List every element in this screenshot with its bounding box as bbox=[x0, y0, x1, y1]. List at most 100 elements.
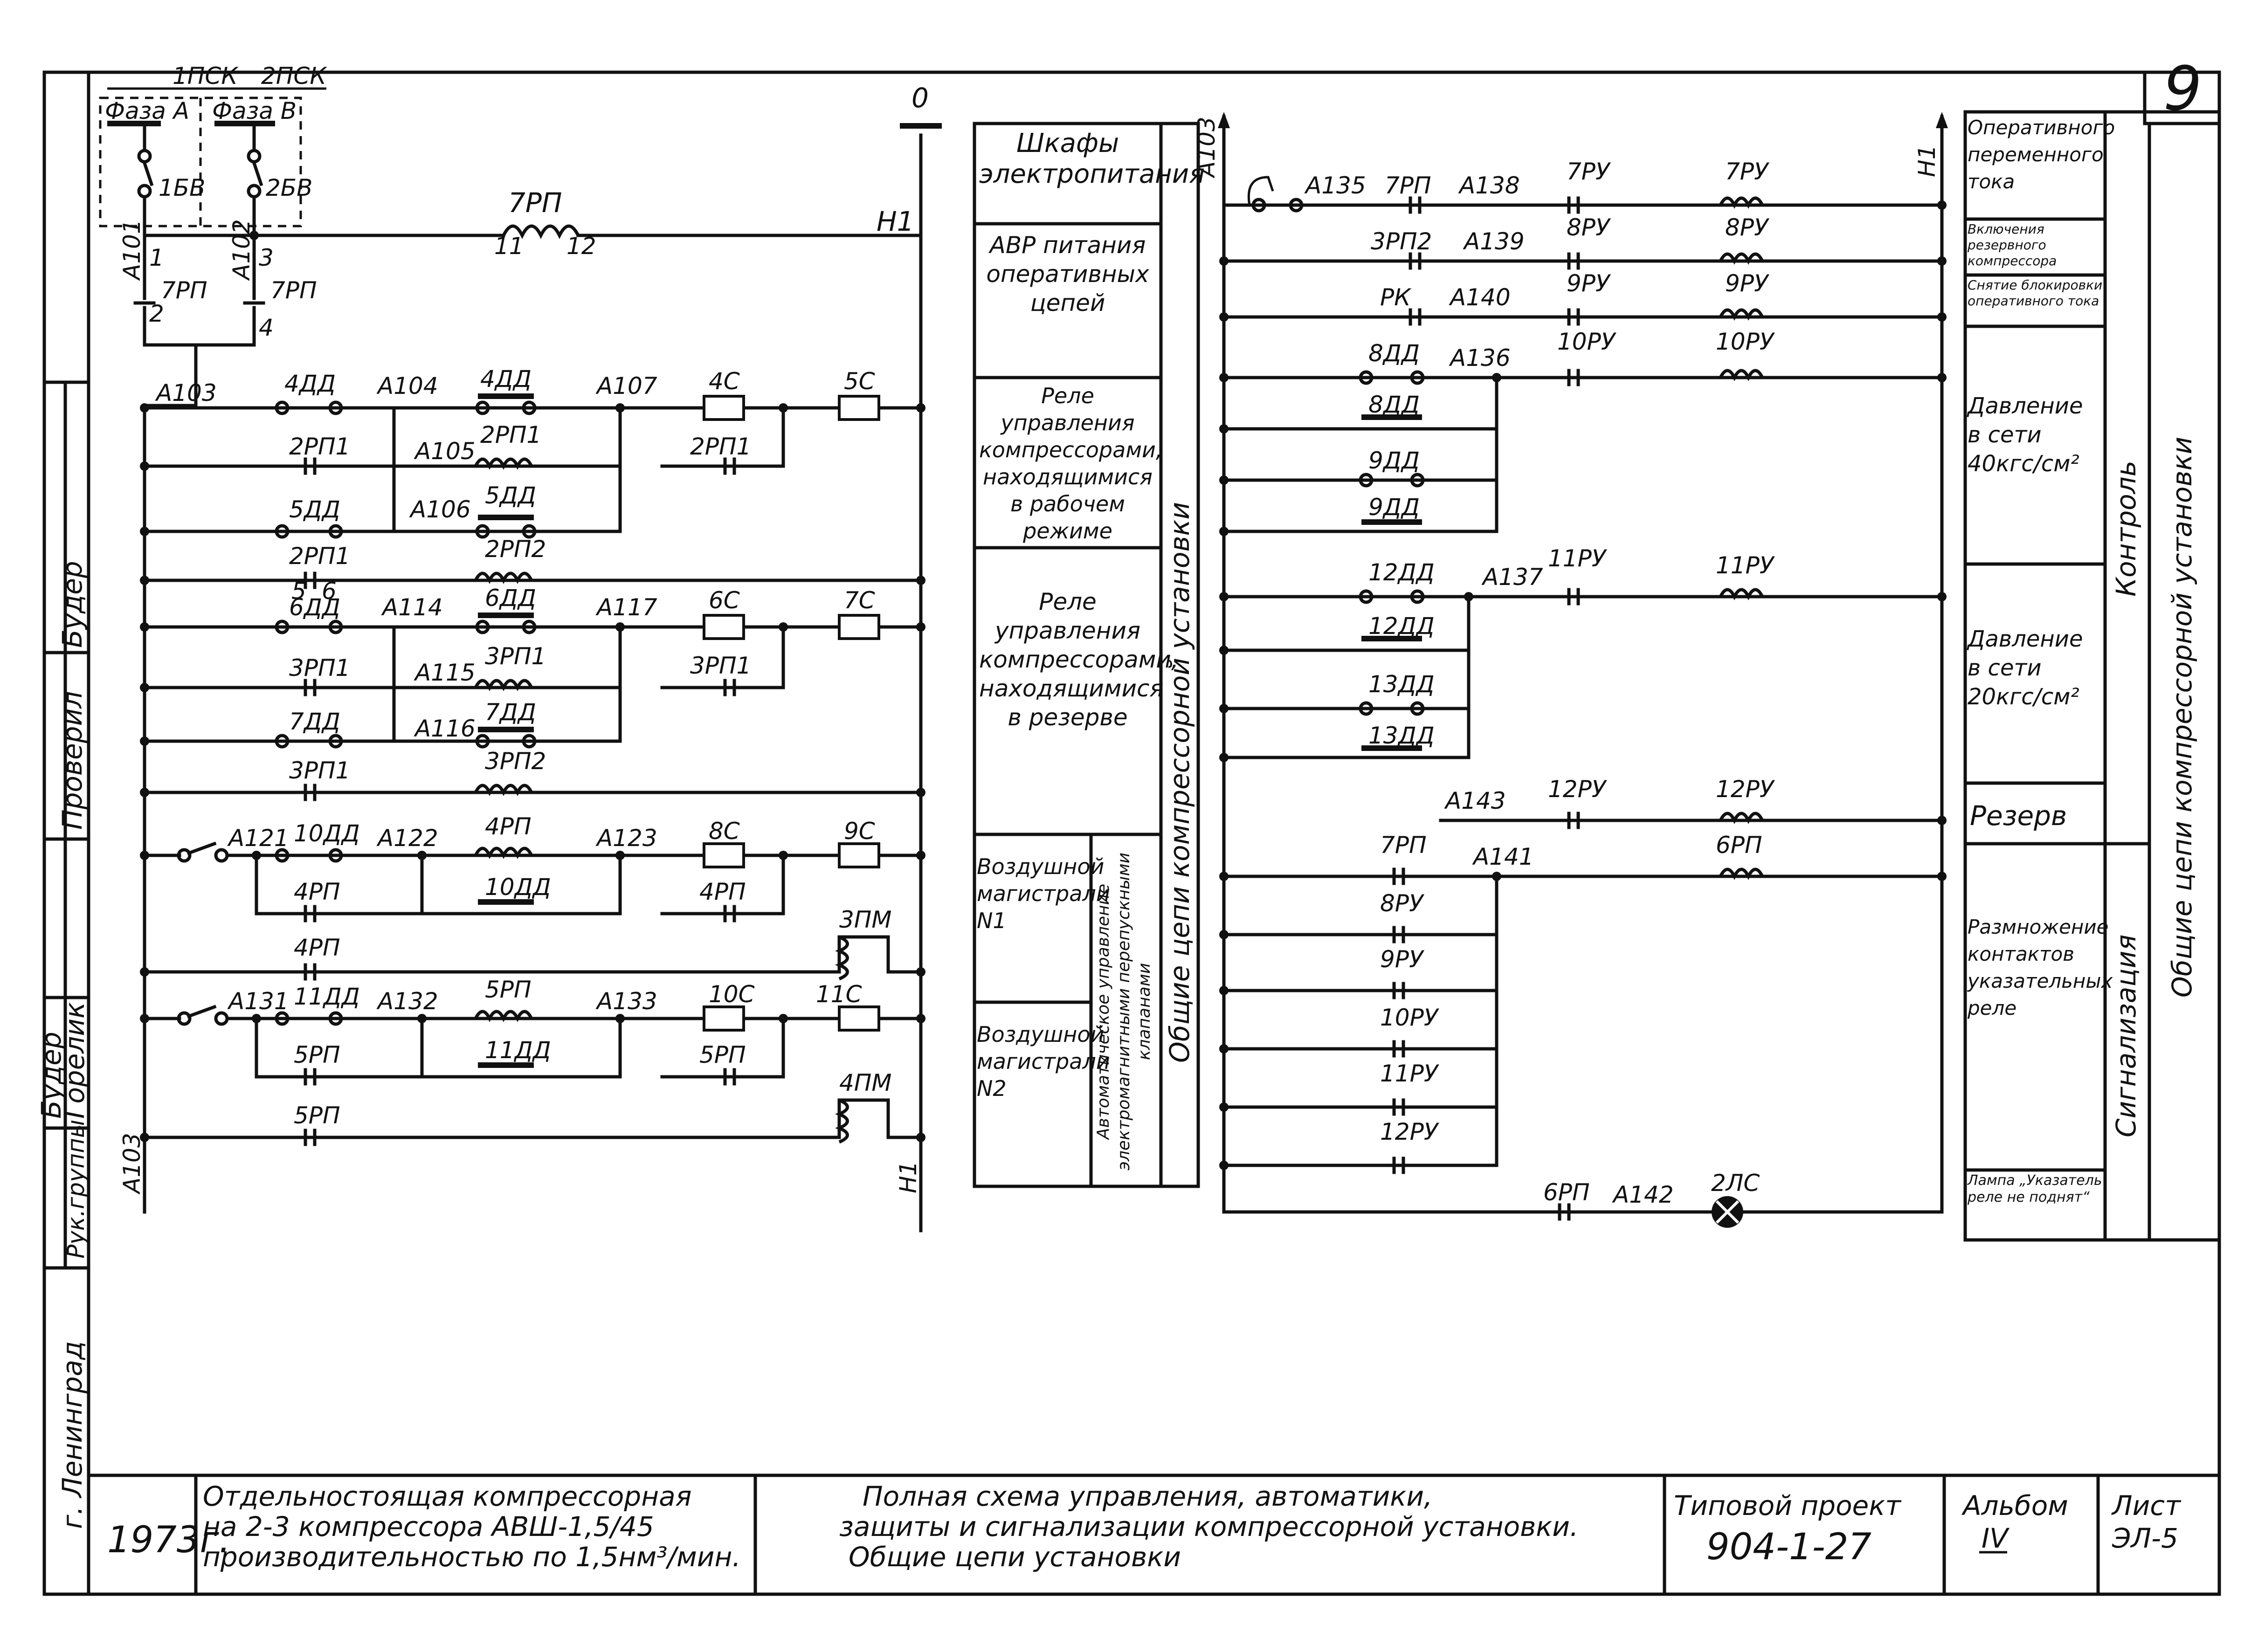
device-13dd-1: 13ДД bbox=[1368, 671, 1435, 698]
fuse-1: 1БВ bbox=[159, 174, 205, 201]
contact-4-a: 4 bbox=[259, 314, 274, 341]
legend-row-avr: АВР питания оперативных цепей bbox=[986, 232, 1149, 317]
contact-11-a: 11 bbox=[494, 233, 524, 260]
device-5rp-c: 5РП bbox=[294, 1102, 340, 1129]
device-10dd-2: 10ДД bbox=[485, 874, 551, 901]
rlegend-row-reserve: Резерв bbox=[1970, 800, 2067, 832]
device-4c: 4С bbox=[709, 368, 740, 395]
device-10ru-contact: 10РУ bbox=[1557, 328, 1617, 355]
wire-a139: А139 bbox=[1463, 228, 1525, 255]
wire-a117: А117 bbox=[595, 594, 657, 621]
rlegend-row-operative-ac: Оперативного переменного тока bbox=[1968, 116, 2115, 193]
city-label: г. Ленинград bbox=[56, 1341, 88, 1529]
device-8ru-contact: 8РУ bbox=[1567, 214, 1611, 241]
contact-5-a: 5 bbox=[291, 578, 306, 605]
drawing-title-line-3: Общие цепи установки bbox=[849, 1541, 1181, 1573]
title-block: 1973г. Отдельностоящая компрессорная на … bbox=[87, 1473, 2221, 1596]
device-3pm: 3ПМ bbox=[839, 906, 892, 933]
drawing-title-line-1: Полная схема управления, автоматики, bbox=[863, 1480, 1432, 1512]
device-3rp2-r: 3РП2 bbox=[1371, 228, 1432, 255]
device-3rp1-c: 3РП1 bbox=[289, 757, 350, 784]
device-5rp-b: 5РП bbox=[699, 1041, 746, 1068]
device-7dd-1: 7ДД bbox=[289, 708, 340, 735]
device-8ru-coil: 8РУ bbox=[1725, 214, 1770, 241]
sheet-code: ЭЛ-5 bbox=[2112, 1522, 2178, 1554]
wire-a103: А103 bbox=[155, 379, 217, 406]
device-11dd-1: 11ДД bbox=[294, 983, 360, 1010]
top-label-1: 1ПСК bbox=[173, 62, 239, 89]
device-3rp1-b: 3РП1 bbox=[690, 652, 751, 679]
device-12ru-coil: 12РУ bbox=[1716, 776, 1775, 803]
device-7c: 7С bbox=[844, 587, 875, 614]
album-label: Альбом bbox=[1961, 1490, 2068, 1521]
wire-a141: А141 bbox=[1472, 843, 1534, 870]
legend-row-air-main-2: Воздушной магистрали N2 bbox=[977, 1022, 1110, 1101]
legend-vertical-common: Общие цепи компрессорной установки bbox=[1164, 502, 1195, 1063]
device-11ru-coil: 11РУ bbox=[1716, 552, 1775, 579]
wire-a114: А114 bbox=[381, 594, 443, 621]
rlegend-row-contact-multiply: Размножение контактов указательных реле bbox=[1968, 915, 2113, 1019]
device-7ru-coil: 7РУ bbox=[1725, 158, 1770, 185]
year-label: 1973г. bbox=[107, 1519, 230, 1561]
device-9ru-contact: 9РУ bbox=[1567, 270, 1611, 297]
device-7dd-2: 7ДД bbox=[485, 699, 536, 726]
device-9dd-1: 9ДД bbox=[1368, 447, 1420, 474]
legend-row-air-main-1: Воздушной магистрали N1 bbox=[977, 854, 1110, 933]
rlegend-row-pressure-20: Давление в сети 20кгс/см² bbox=[1968, 626, 2083, 710]
device-7ru-contact: 7РУ bbox=[1567, 158, 1611, 185]
legend-row-power-cabinets: Шкафы электропитания bbox=[979, 128, 1205, 189]
contact-3-a: 3 bbox=[259, 244, 274, 271]
right-bus-right-label: Н1 bbox=[1913, 145, 1940, 177]
wire-a101: А101 bbox=[118, 219, 145, 281]
contact-12-a: 12 bbox=[566, 233, 596, 260]
side-stamp: Проверил Будер Рук.группы Горелик Будер … bbox=[35, 380, 90, 1529]
right-legend: Оперативного переменного тока Включения … bbox=[1963, 110, 2221, 1242]
dept-head-name: Горелик bbox=[59, 1002, 90, 1119]
sheet-label: Лист bbox=[2111, 1490, 2182, 1521]
device-4rp-c: 4РП bbox=[294, 934, 340, 961]
wire-a122: А122 bbox=[376, 825, 438, 852]
drawing-title-line-2: защиты и сигнализации компрессорной уста… bbox=[839, 1511, 1578, 1542]
device-8ru-r: 8РУ bbox=[1380, 890, 1425, 917]
device-5c: 5С bbox=[844, 368, 875, 395]
project-title-line-1: Отдельностоящая компрессорная bbox=[203, 1480, 692, 1512]
bus-bottom-label: Н1 bbox=[895, 1161, 922, 1193]
device-4rp-a: 4РП bbox=[294, 878, 340, 905]
right-diagram: А103 Н1 А135 7РП А138 7РУ 7РУ 3РП2 А139 … bbox=[1193, 112, 1948, 1228]
bus-right-label: Н1 bbox=[877, 206, 914, 237]
device-2rp1-b: 2РП1 bbox=[690, 433, 751, 460]
wire-a116: А116 bbox=[414, 715, 476, 742]
device-9dd-2: 9ДД bbox=[1368, 494, 1420, 521]
legend-row-reserve-relays: Реле управления компрессорами, находящим… bbox=[979, 588, 1179, 731]
rlegend-vertical-signal: Сигнализация bbox=[2110, 935, 2142, 1137]
device-7rp-contact-2: 7РП bbox=[270, 277, 317, 304]
rlegend-vertical-control: Контроль bbox=[2110, 461, 2142, 597]
device-4pm: 4ПМ bbox=[839, 1069, 892, 1096]
device-6rp-contact: 6РП bbox=[1543, 1179, 1590, 1206]
device-4rp-coil: 4РП bbox=[485, 813, 532, 840]
device-9ru-r: 9РУ bbox=[1380, 946, 1425, 973]
device-11ru-r: 11РУ bbox=[1380, 1060, 1440, 1087]
phase-a-label: Фаза А bbox=[105, 97, 189, 124]
rlegend-row-pressure-40: Давление в сети 40кгс/см² bbox=[1968, 393, 2083, 477]
device-5dd-2: 5ДД bbox=[485, 482, 536, 509]
device-3rp1-coil: 3РП1 bbox=[485, 643, 546, 670]
contact-6-a: 6 bbox=[322, 578, 337, 605]
wire-a105: А105 bbox=[414, 438, 476, 465]
device-6c: 6С bbox=[709, 587, 740, 614]
wire-a137: А137 bbox=[1481, 564, 1543, 591]
wire-a135: А135 bbox=[1304, 172, 1366, 199]
bus-top-label: 0 bbox=[911, 82, 929, 114]
wire-a106: А106 bbox=[409, 496, 471, 523]
wire-a107: А107 bbox=[595, 372, 657, 399]
device-2ls: 2ЛС bbox=[1711, 1170, 1760, 1197]
rlegend-vertical-common: Общие цепи компрессорной установки bbox=[2166, 437, 2198, 998]
dept-head-label: Рук.группы bbox=[62, 1120, 90, 1259]
device-10dd-1: 10ДД bbox=[294, 820, 360, 847]
wire-a102: А102 bbox=[228, 219, 255, 281]
device-8dd-1: 8ДД bbox=[1368, 340, 1420, 367]
wire-a131: А131 bbox=[227, 988, 289, 1015]
legend-row-working-relays: Реле управления компрессорами, находящим… bbox=[979, 383, 1163, 544]
wire-a142: А142 bbox=[1612, 1181, 1674, 1208]
device-11c: 11С bbox=[816, 981, 862, 1008]
